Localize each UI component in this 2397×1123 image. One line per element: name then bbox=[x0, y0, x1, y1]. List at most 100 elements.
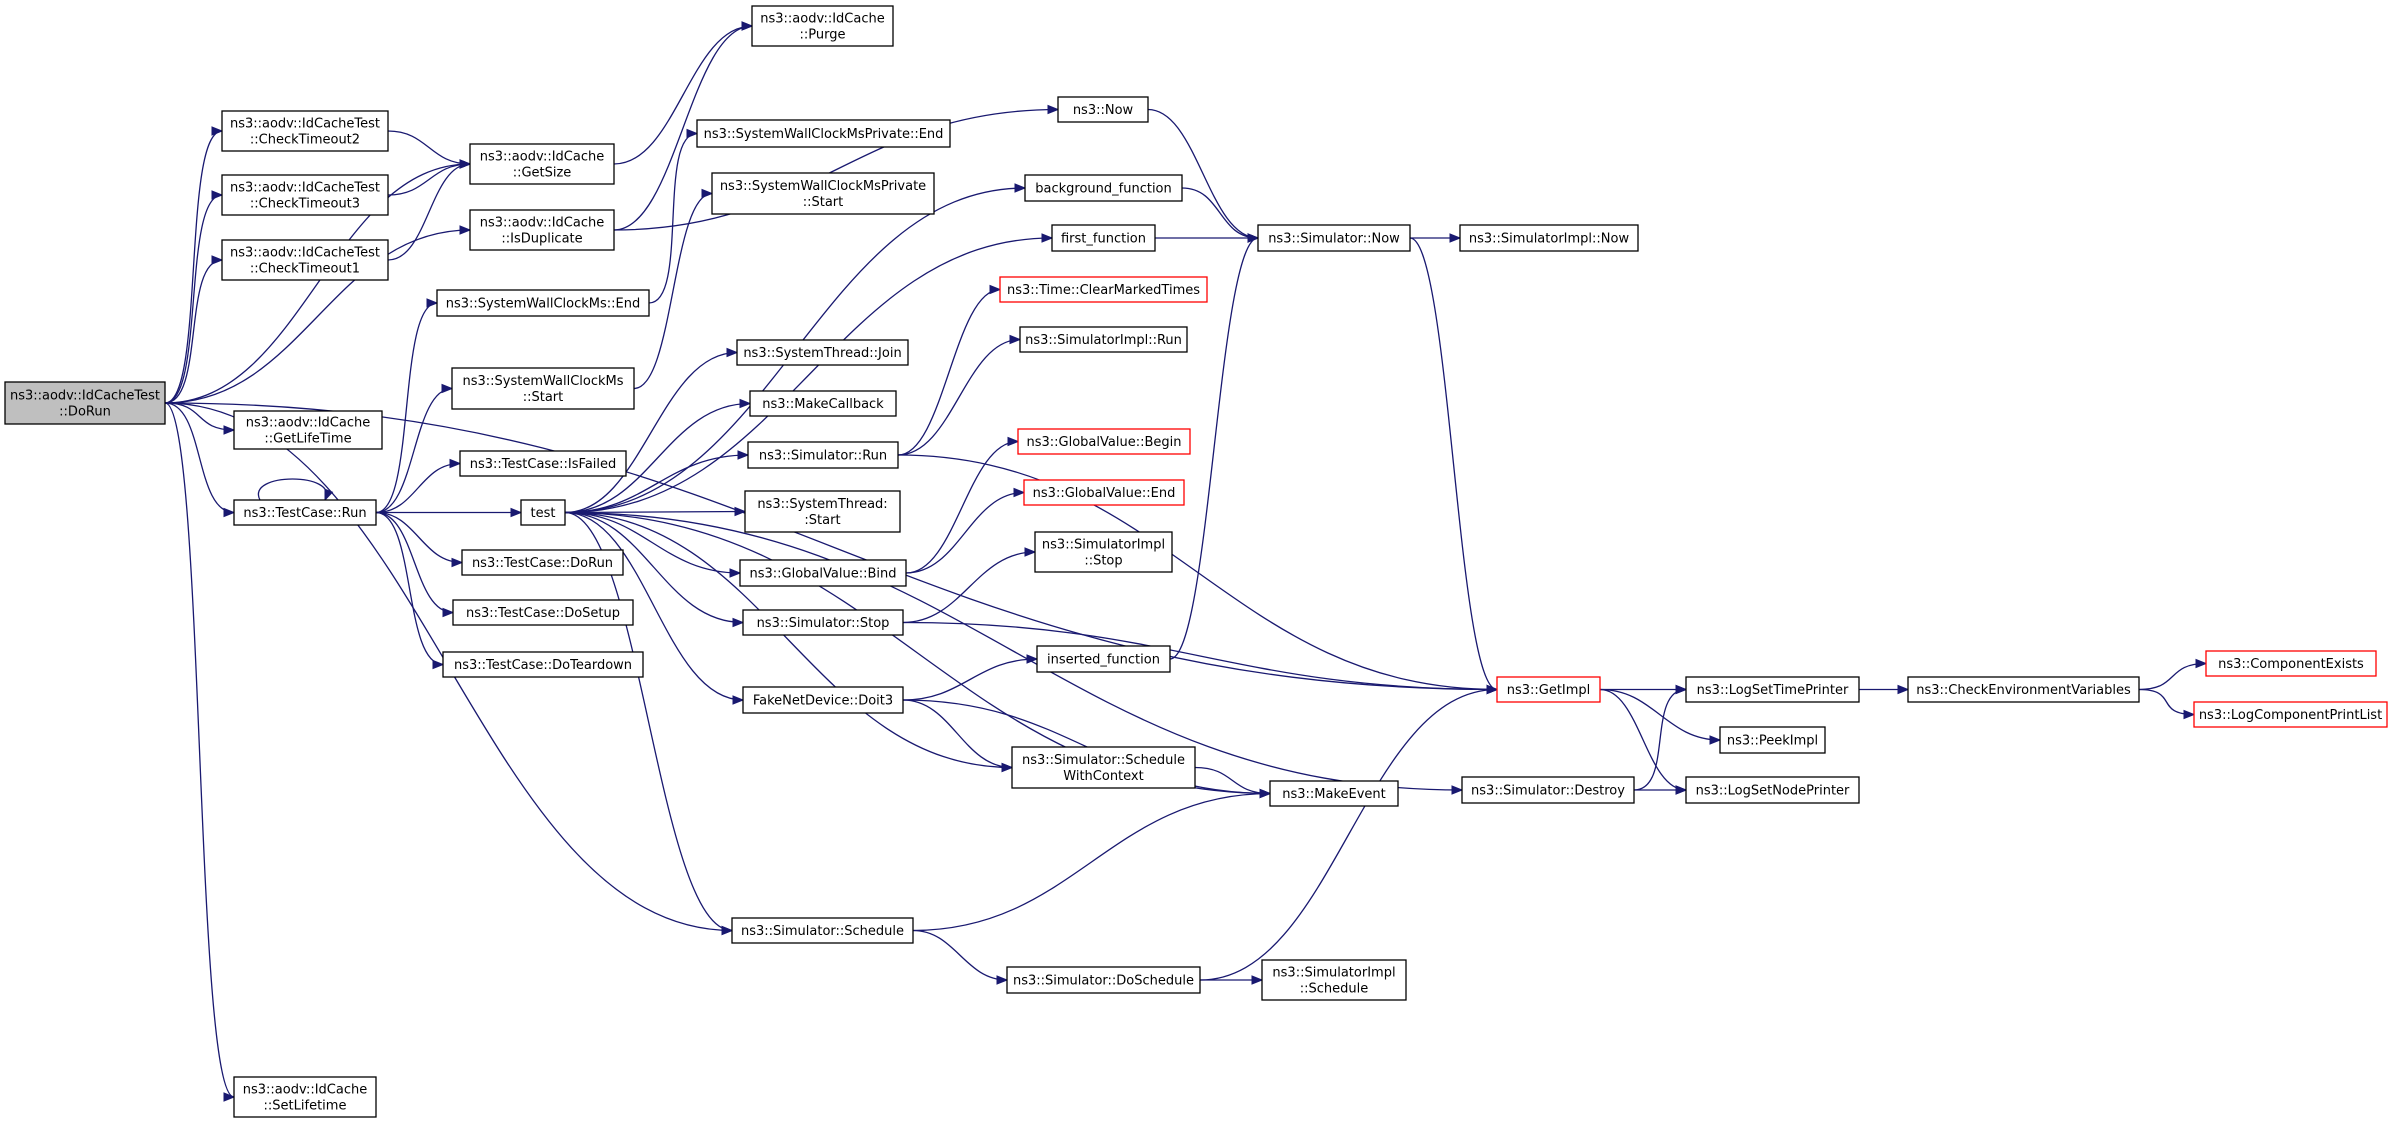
node-swstart-box[interactable] bbox=[451, 367, 635, 410]
node-makecb-box[interactable] bbox=[749, 390, 897, 417]
node-doschedule-box[interactable] bbox=[1006, 966, 1201, 994]
node-swstart[interactable]: ns3::SystemWallClockMs::Start bbox=[451, 367, 635, 410]
node-ststart-box[interactable] bbox=[744, 490, 901, 533]
node-isfailed-box[interactable] bbox=[459, 450, 627, 477]
node-compexists-box[interactable] bbox=[2205, 650, 2377, 677]
node-swpstart[interactable]: ns3::SystemWallClockMsPrivate::Start bbox=[711, 172, 935, 215]
node-gvbegin-box[interactable] bbox=[1017, 428, 1191, 455]
node-isfailed[interactable]: ns3::TestCase::IsFailed bbox=[459, 450, 627, 477]
node-clearmarked[interactable]: ns3::Time::ClearMarkedTimes bbox=[999, 276, 1208, 303]
node-ct3[interactable]: ns3::aodv::IdCacheTest::CheckTimeout3 bbox=[221, 174, 389, 216]
node-getsize[interactable]: ns3::aodv::IdCache::GetSize bbox=[469, 143, 615, 185]
node-destroy-box[interactable] bbox=[1461, 776, 1635, 804]
node-simrun-box[interactable] bbox=[747, 441, 899, 469]
node-logcomplist-box[interactable] bbox=[2193, 701, 2388, 728]
node-gvbind[interactable]: ns3::GlobalValue::Bind bbox=[739, 559, 907, 587]
node-simrun[interactable]: ns3::Simulator::Run bbox=[747, 441, 899, 469]
node-inserted-box[interactable] bbox=[1036, 645, 1171, 673]
node-bgfunc[interactable]: background_function bbox=[1024, 174, 1183, 202]
node-makeevent[interactable]: ns3::MakeEvent bbox=[1269, 780, 1399, 807]
node-tcrun[interactable]: ns3::TestCase::Run bbox=[233, 499, 377, 526]
node-simstop-box[interactable] bbox=[742, 609, 904, 636]
node-implrun[interactable]: ns3::SimulatorImpl::Run bbox=[1019, 326, 1188, 353]
node-peekimpl-box[interactable] bbox=[1719, 726, 1826, 754]
node-root-box[interactable] bbox=[4, 381, 166, 425]
node-makeevent-box[interactable] bbox=[1269, 780, 1399, 807]
node-implnow[interactable]: ns3::SimulatorImpl::Now bbox=[1459, 224, 1639, 252]
node-getsize-box[interactable] bbox=[469, 143, 615, 185]
node-implschedule[interactable]: ns3::SimulatorImpl::Schedule bbox=[1261, 959, 1407, 1001]
node-implnow-box[interactable] bbox=[1459, 224, 1639, 252]
node-isdup-box[interactable] bbox=[469, 209, 615, 251]
node-gvend-box[interactable] bbox=[1023, 479, 1185, 506]
node-ct2-box[interactable] bbox=[221, 110, 389, 152]
node-inserted[interactable]: inserted_function bbox=[1036, 645, 1171, 673]
node-logcomplist[interactable]: ns3::LogComponentPrintList bbox=[2193, 701, 2388, 728]
node-dosetup-box[interactable] bbox=[452, 599, 634, 626]
node-compexists[interactable]: ns3::ComponentExists bbox=[2205, 650, 2377, 677]
node-implschedule-box[interactable] bbox=[1261, 959, 1407, 1001]
node-implstop-box[interactable] bbox=[1034, 531, 1173, 573]
node-lognode-box[interactable] bbox=[1685, 776, 1860, 804]
node-root[interactable]: ns3::aodv::IdCacheTest::DoRun bbox=[4, 381, 166, 425]
node-purge-box[interactable] bbox=[751, 5, 894, 47]
node-simnow[interactable]: ns3::Simulator::Now bbox=[1257, 224, 1411, 252]
node-join-box[interactable] bbox=[736, 339, 909, 366]
node-tcrun-box[interactable] bbox=[233, 499, 377, 526]
node-firstfunc[interactable]: first_function bbox=[1051, 224, 1156, 252]
node-simnow-box[interactable] bbox=[1257, 224, 1411, 252]
node-swpstart-box[interactable] bbox=[711, 172, 935, 215]
node-makecb[interactable]: ns3::MakeCallback bbox=[749, 390, 897, 417]
node-test-box[interactable] bbox=[520, 499, 566, 526]
node-setlife-box[interactable] bbox=[233, 1076, 377, 1118]
node-getlife[interactable]: ns3::aodv::IdCache::GetLifeTime bbox=[233, 410, 383, 450]
node-swend[interactable]: ns3::SystemWallClockMs::End bbox=[436, 289, 650, 317]
node-firstfunc-box[interactable] bbox=[1051, 224, 1156, 252]
node-test[interactable]: test bbox=[520, 499, 566, 526]
node-swend-box[interactable] bbox=[436, 289, 650, 317]
node-implstop[interactable]: ns3::SimulatorImpl::Stop bbox=[1034, 531, 1173, 573]
node-purge[interactable]: ns3::aodv::IdCache::Purge bbox=[751, 5, 894, 47]
node-getlife-box[interactable] bbox=[233, 410, 383, 450]
node-doteardown-box[interactable] bbox=[442, 651, 644, 678]
node-destroy[interactable]: ns3::Simulator::Destroy bbox=[1461, 776, 1635, 804]
node-doit3[interactable]: FakeNetDevice::Doit3 bbox=[742, 686, 904, 714]
node-isdup[interactable]: ns3::aodv::IdCache::IsDuplicate bbox=[469, 209, 615, 251]
node-ct2[interactable]: ns3::aodv::IdCacheTest::CheckTimeout2 bbox=[221, 110, 389, 152]
node-getimpl-box[interactable] bbox=[1496, 676, 1601, 703]
node-schedule-box[interactable] bbox=[731, 917, 914, 944]
node-lognode[interactable]: ns3::LogSetNodePrinter bbox=[1685, 776, 1860, 804]
node-tcdorun-box[interactable] bbox=[461, 549, 624, 576]
node-checkenv-box[interactable] bbox=[1907, 676, 2140, 703]
node-ct3-box[interactable] bbox=[221, 174, 389, 216]
node-gvbind-box[interactable] bbox=[739, 559, 907, 587]
node-schedctx-box[interactable] bbox=[1011, 746, 1196, 789]
node-implrun-box[interactable] bbox=[1019, 326, 1188, 353]
node-ct1[interactable]: ns3::aodv::IdCacheTest::CheckTimeout1 bbox=[221, 239, 389, 281]
node-checkenv[interactable]: ns3::CheckEnvironmentVariables bbox=[1907, 676, 2140, 703]
node-logtime-box[interactable] bbox=[1685, 676, 1860, 703]
node-swpend-box[interactable] bbox=[696, 119, 951, 148]
node-clearmarked-box[interactable] bbox=[999, 276, 1208, 303]
node-logtime[interactable]: ns3::LogSetTimePrinter bbox=[1685, 676, 1860, 703]
node-gvend[interactable]: ns3::GlobalValue::End bbox=[1023, 479, 1185, 506]
node-bgfunc-box[interactable] bbox=[1024, 174, 1183, 202]
node-ct1-box[interactable] bbox=[221, 239, 389, 281]
node-doschedule[interactable]: ns3::Simulator::DoSchedule bbox=[1006, 966, 1201, 994]
node-ststart[interactable]: ns3::SystemThread::Start bbox=[744, 490, 901, 533]
node-simstop[interactable]: ns3::Simulator::Stop bbox=[742, 609, 904, 636]
node-dosetup[interactable]: ns3::TestCase::DoSetup bbox=[452, 599, 634, 626]
node-swpend[interactable]: ns3::SystemWallClockMsPrivate::End bbox=[696, 119, 951, 148]
node-getimpl[interactable]: ns3::GetImpl bbox=[1496, 676, 1601, 703]
node-schedule[interactable]: ns3::Simulator::Schedule bbox=[731, 917, 914, 944]
node-peekimpl[interactable]: ns3::PeekImpl bbox=[1719, 726, 1826, 754]
node-tcdorun[interactable]: ns3::TestCase::DoRun bbox=[461, 549, 624, 576]
node-setlife[interactable]: ns3::aodv::IdCache::SetLifetime bbox=[233, 1076, 377, 1118]
node-gvbegin[interactable]: ns3::GlobalValue::Begin bbox=[1017, 428, 1191, 455]
node-now[interactable]: ns3::Now bbox=[1057, 96, 1149, 123]
node-doteardown[interactable]: ns3::TestCase::DoTeardown bbox=[442, 651, 644, 678]
node-now-box[interactable] bbox=[1057, 96, 1149, 123]
node-join[interactable]: ns3::SystemThread::Join bbox=[736, 339, 909, 366]
node-doit3-box[interactable] bbox=[742, 686, 904, 714]
